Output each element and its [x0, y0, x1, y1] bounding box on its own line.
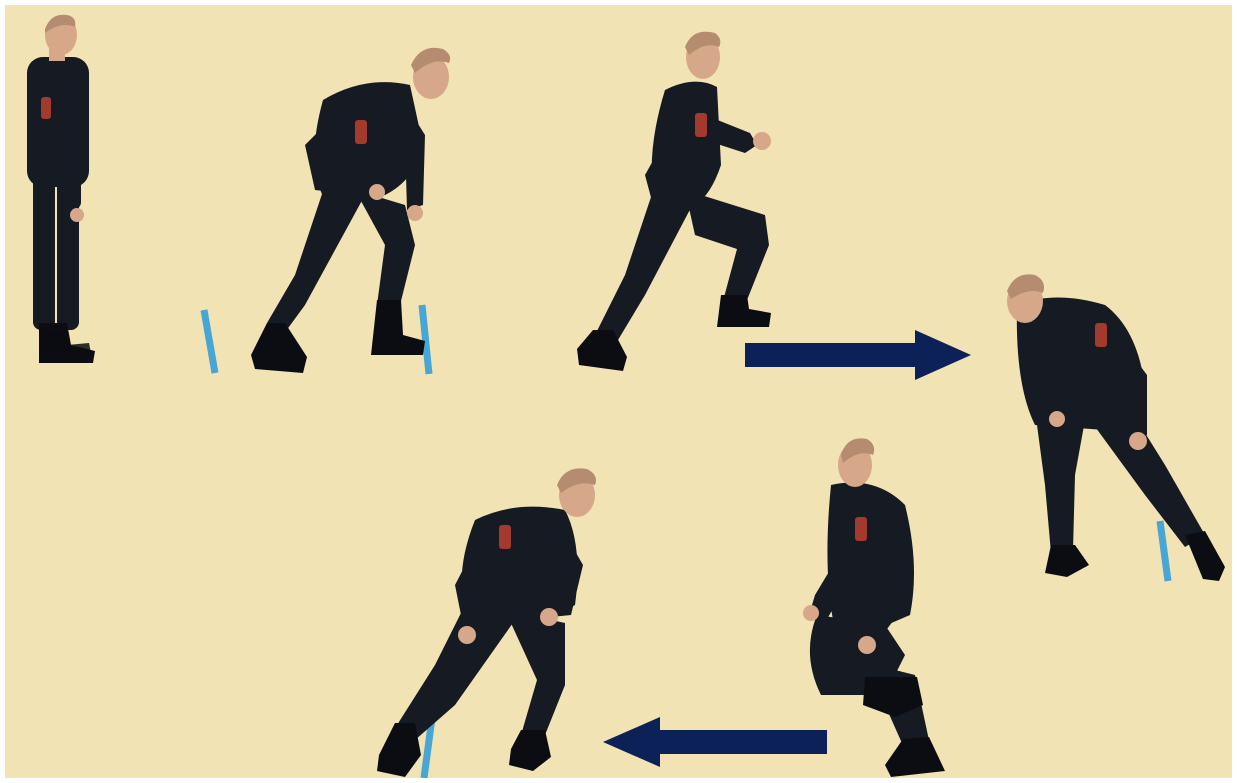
illustration-panel [5, 5, 1232, 778]
exercise-sequence-illustration [5, 5, 1232, 778]
